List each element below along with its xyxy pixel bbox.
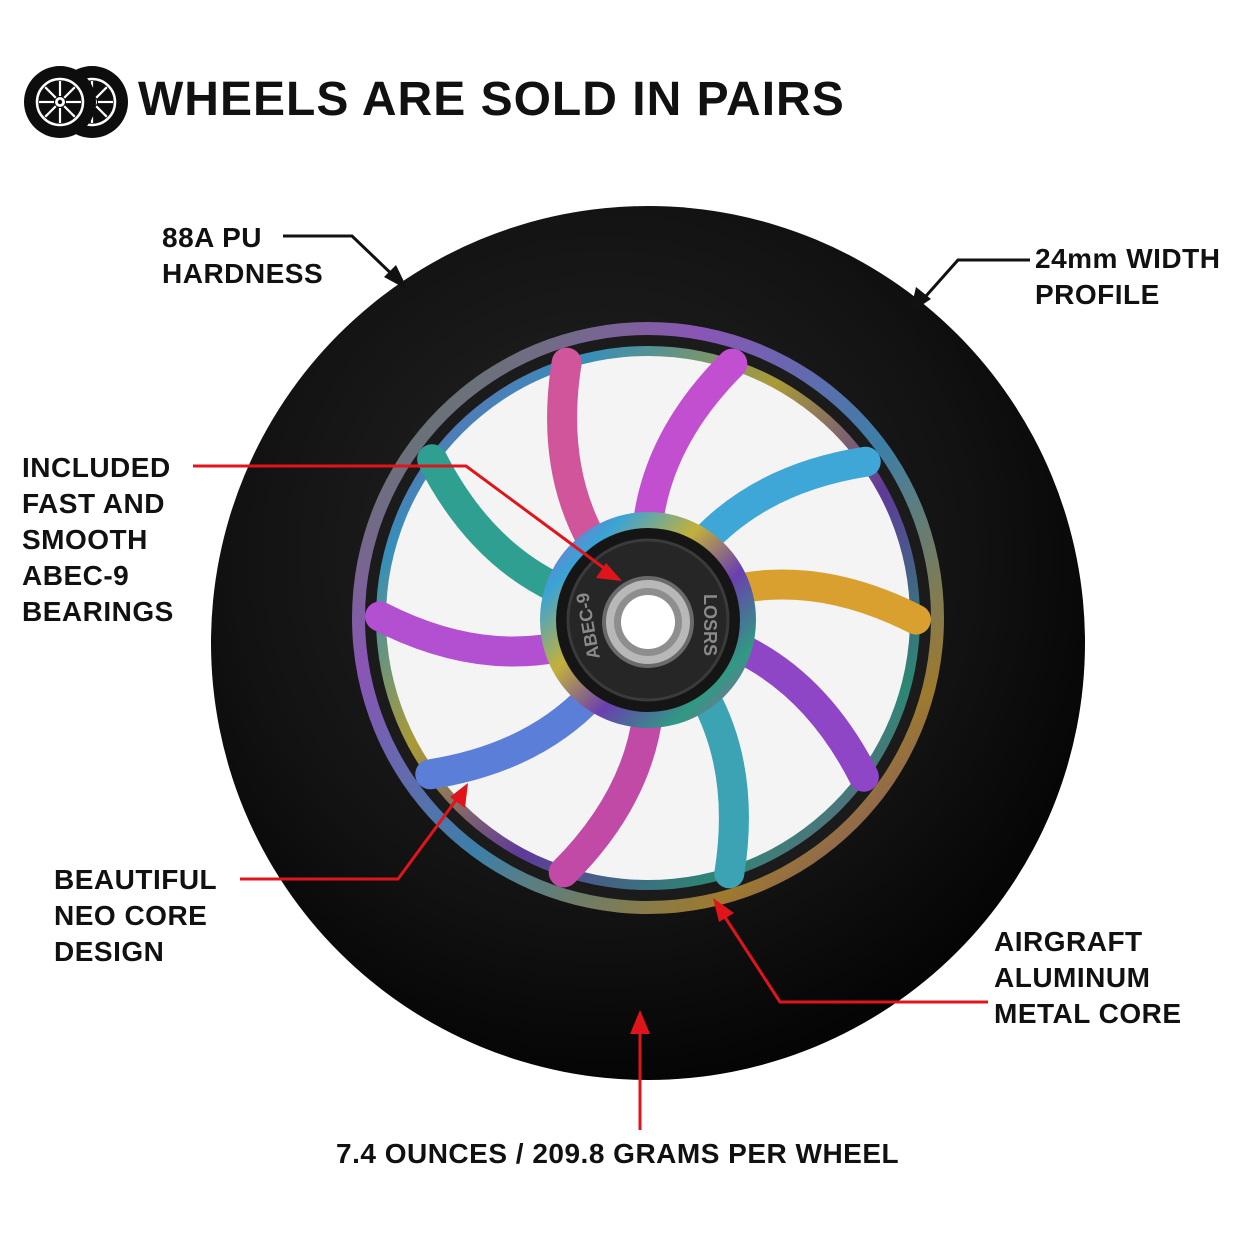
pointer-neo-core [240, 791, 464, 881]
neo-core-spoke [688, 679, 749, 889]
neo-core-spoke [547, 347, 608, 557]
pointer-bearings [193, 464, 613, 576]
pointer-metal-core [717, 907, 988, 1004]
neo-core-spoke [723, 569, 931, 635]
pointer-width [916, 258, 1030, 306]
pointer-hardness [283, 234, 402, 284]
neo-core-spoke [688, 446, 881, 557]
callout-metal-core: AIRGRAFT ALUMINUM METAL CORE [994, 926, 1182, 1029]
bearing-text-right: LOSRS [700, 594, 720, 656]
callout-neo-core: BEAUTIFUL NEO CORE DESIGN [54, 864, 218, 967]
axle-hole [621, 595, 675, 649]
neo-core-spoke [417, 444, 573, 604]
neo-core-spoke [548, 698, 663, 888]
callout-bearings: INCLUDED FAST AND SMOOTH ABEC-9 BEARINGS [22, 452, 174, 627]
neo-core-spoke [365, 601, 573, 667]
neo-core-spoke [723, 632, 879, 792]
page-title: WHEELS ARE SOLD IN PAIRS [138, 73, 845, 126]
callout-hardness: 88A PU HARDNESS [162, 222, 324, 289]
callout-width: 24mm WIDTH PROFILE [1035, 243, 1221, 310]
neo-core-spoke [415, 679, 608, 790]
neo-core-spoke [633, 348, 748, 538]
callout-weight: 7.4 OUNCES / 209.8 GRAMS PER WHEEL [336, 1138, 900, 1169]
neo-core-spokes [365, 347, 931, 889]
